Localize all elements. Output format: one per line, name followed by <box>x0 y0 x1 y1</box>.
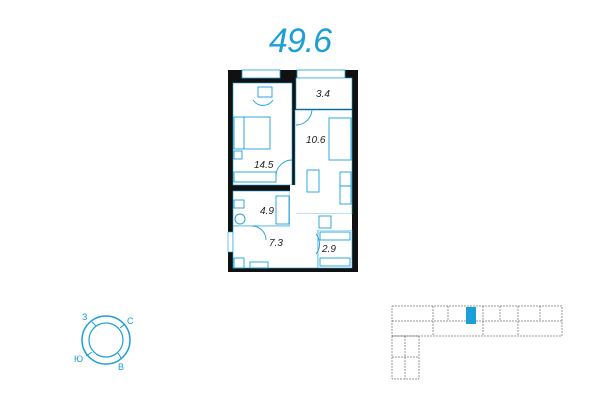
furniture <box>233 86 352 269</box>
compass: З С Ю В <box>74 312 134 372</box>
building-site-plan <box>391 305 563 380</box>
selected-apartment-highlight <box>466 307 476 324</box>
area-living-kitchen: 10.6 <box>306 135 326 146</box>
area-hall: 7.3 <box>269 238 283 249</box>
window <box>296 69 346 79</box>
compass-east: В <box>118 362 124 372</box>
compass-south: Ю <box>74 354 83 364</box>
room-bedroom <box>232 82 293 186</box>
room-living-kitchen <box>294 109 353 215</box>
room-storage <box>317 229 353 269</box>
room-hall <box>232 225 319 269</box>
area-balcony: 3.4 <box>316 89 330 100</box>
area-bathroom: 4.9 <box>260 206 274 217</box>
hall-connector <box>290 214 352 230</box>
compass-north: С <box>127 316 134 326</box>
compass-west: З <box>82 312 87 322</box>
room-balcony <box>295 77 353 110</box>
area-storage: 2.9 <box>321 244 336 255</box>
area-bedroom: 14.5 <box>254 160 274 171</box>
window <box>227 231 234 253</box>
window <box>241 69 281 79</box>
total-area-title: 49.6 <box>268 22 332 60</box>
